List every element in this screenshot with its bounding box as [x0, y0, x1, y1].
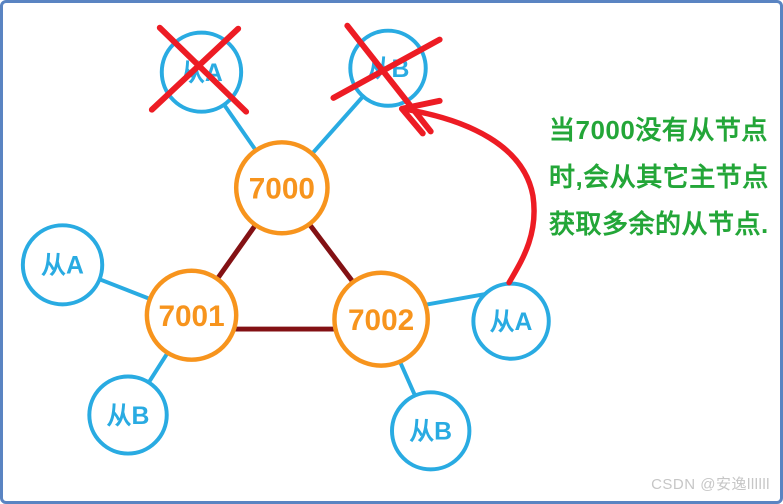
cross-stroke — [156, 24, 250, 115]
node-master-7000: 7000 — [233, 140, 330, 236]
slave-b-7001-circle — [87, 374, 169, 456]
cross-stroke — [330, 36, 443, 101]
annotation-text: 当7000没有从节点 时,会从其它主节点 获取多余的从节点. — [549, 107, 769, 248]
cluster-topology-diagram: 从A 从B 7000 从A 7001 7002 从A — [20, 22, 551, 472]
watermark: CSDN @安逸llllll — [651, 476, 770, 493]
slave-b-7001-label: 从B — [107, 403, 150, 430]
master-7002-label: 7002 — [348, 304, 414, 337]
node-master-7002: 7002 — [332, 270, 430, 368]
node-master-7001: 7001 — [144, 268, 239, 362]
master-7001-circle — [144, 268, 239, 362]
slave-b-7002-circle — [390, 390, 472, 472]
master-7000-label: 7000 — [249, 173, 315, 206]
cross-stroke — [148, 25, 242, 113]
master-7000-circle — [233, 140, 330, 236]
annotation-line-1: 当7000没有从节点 — [549, 115, 768, 145]
annotation-line-2: 时,会从其它主节点 — [549, 162, 769, 192]
transfer-arrow-shaft — [399, 106, 537, 286]
master-7001-label: 7001 — [158, 300, 224, 333]
node-slave-a-7002: 从A — [471, 281, 551, 361]
node-slave-b-7001: 从B — [87, 374, 169, 456]
slave-a-7002-label: 从A — [490, 309, 533, 336]
node-slave-b-7002: 从B — [390, 390, 472, 472]
node-slave-a-7001: 从A — [20, 223, 105, 307]
failure-cross-slave-a-icon — [148, 24, 250, 115]
transfer-arrow-icon — [398, 97, 537, 286]
transfer-arrow-head — [398, 97, 443, 137]
master-7002-circle — [332, 270, 430, 368]
slave-a-7001-circle — [20, 223, 105, 307]
annotation-line-3: 获取多余的从节点. — [549, 209, 769, 239]
slave-a-7001-label: 从A — [41, 253, 84, 280]
slave-b-7002-label: 从B — [409, 419, 452, 446]
